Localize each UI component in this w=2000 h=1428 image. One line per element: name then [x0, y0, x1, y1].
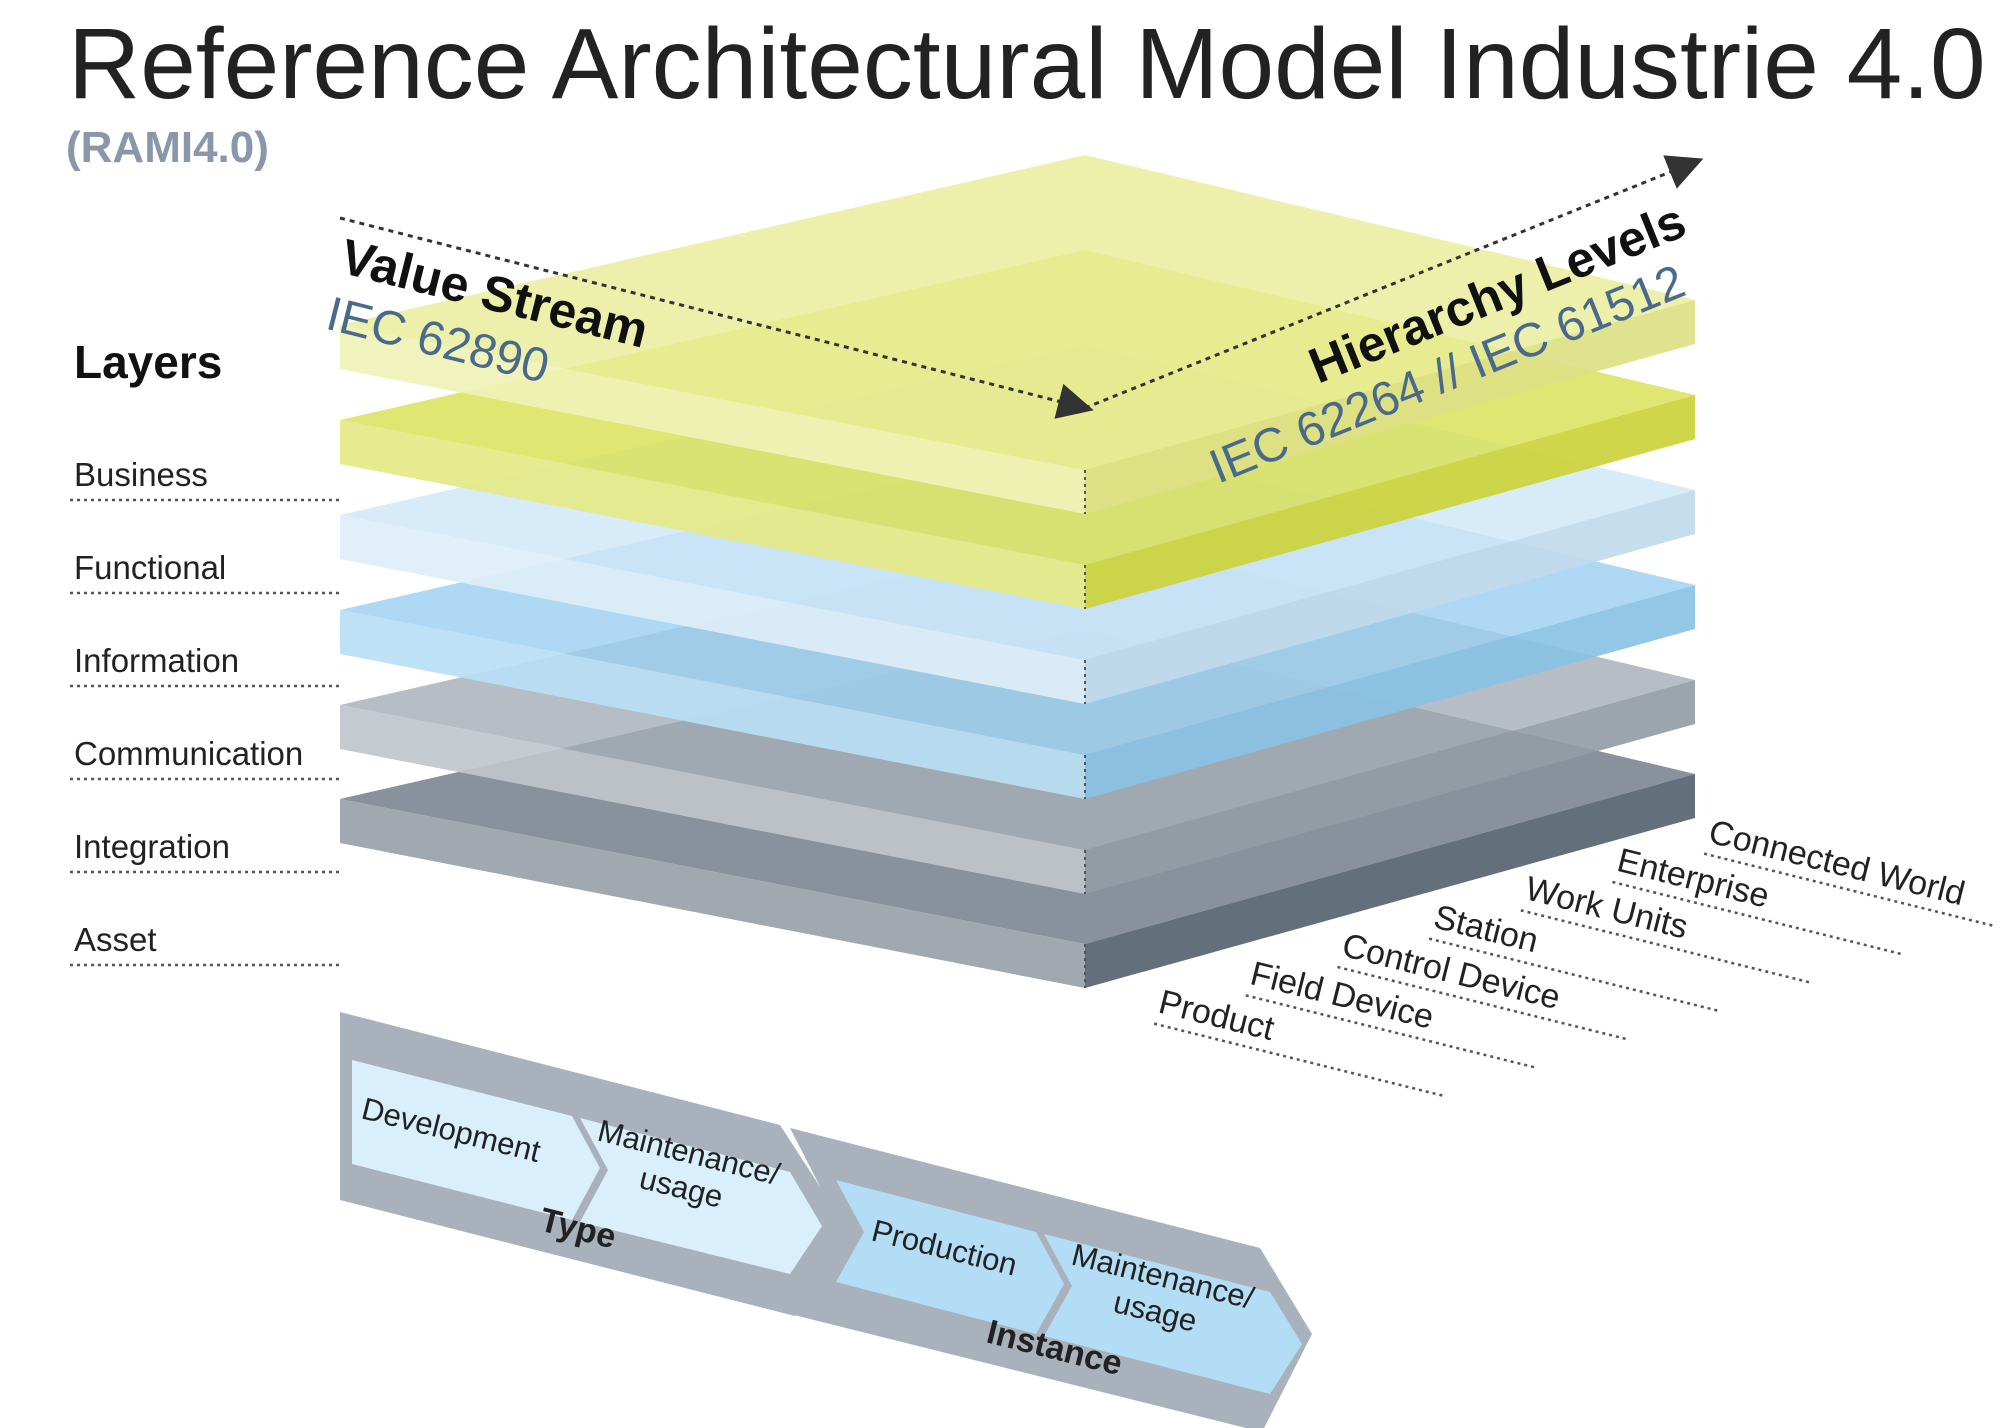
hierarchy-level-leader	[1337, 965, 1629, 1041]
layer-label-integration: Integration	[74, 828, 230, 865]
layer-label-business: Business	[74, 456, 208, 493]
layer-right-face	[1085, 774, 1695, 988]
layer-right-face	[1085, 490, 1695, 704]
layers-heading: Layers	[74, 336, 222, 388]
instance-maintenance-chevron	[1044, 1234, 1302, 1394]
life-cycle-value-stream: Development Maintenance/ usage Type Prod…	[340, 1012, 1312, 1428]
layer-label-information: Information	[74, 642, 239, 679]
layer-label-functional: Functional	[74, 549, 226, 586]
layer-left-face	[340, 799, 1085, 988]
layer-right-face	[1085, 395, 1695, 609]
hierarchy-level-leader	[1612, 880, 1904, 956]
hierarchy-level-leader	[1428, 937, 1721, 1013]
layer-right-face	[1085, 300, 1695, 514]
layer-labels: Asset Integration Communication Information…	[70, 456, 340, 967]
instance-production-chevron	[836, 1180, 1064, 1334]
page-subtitle: (RAMI4.0)	[66, 123, 269, 172]
layer-left-face	[340, 515, 1085, 704]
layer-right-face	[1085, 680, 1695, 894]
type-development-chevron	[352, 1060, 600, 1220]
layer-left-face	[340, 325, 1085, 514]
layer-label-asset: Asset	[74, 921, 157, 958]
layer-left-face	[340, 705, 1085, 894]
page-title: Reference Architectural Model Industrie …	[68, 8, 1986, 120]
layer-right-face	[1085, 585, 1695, 799]
layer-label-communication: Communication	[74, 735, 303, 772]
hierarchy-level-leader	[1520, 909, 1813, 985]
value-stream-axis-arrow	[339, 216, 1094, 419]
layer-left-face	[340, 610, 1085, 799]
layer-stack	[340, 155, 1695, 988]
layer-slab-business	[340, 155, 1695, 514]
hierarchy-level-leader	[1703, 852, 1996, 928]
hierarchy-level-leader	[1153, 1022, 1446, 1098]
hierarchy-level-leader	[1245, 994, 1538, 1070]
layer-top-face	[340, 155, 1695, 470]
layer-left-face	[340, 420, 1085, 609]
type-maintenance-chevron	[580, 1118, 822, 1274]
